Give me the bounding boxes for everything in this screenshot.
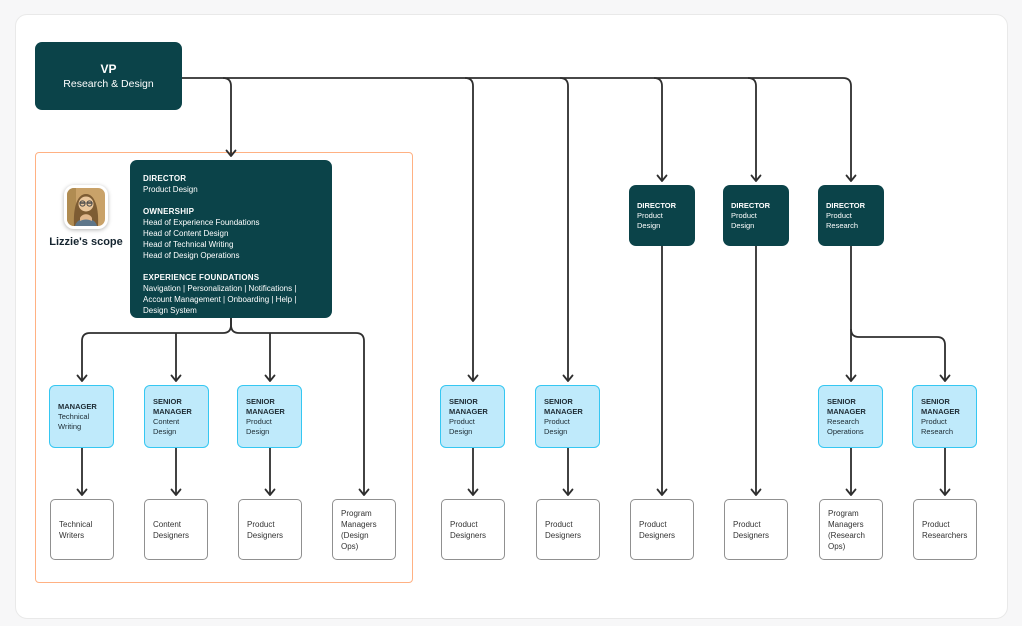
vp-node: VP Research & Design <box>35 42 182 110</box>
role-label: SENIOR MANAGER <box>827 396 866 416</box>
area-label: Product Design <box>449 416 475 436</box>
director-node: DIRECTOR Product Design <box>723 185 789 246</box>
team-label: Product Designers <box>545 519 582 540</box>
manager-node: SENIOR MANAGER Content Design <box>144 385 209 448</box>
manager-node: SENIOR MANAGER Product Design <box>440 385 505 448</box>
foundations-line: Navigation | Personalization | Notificat… <box>143 284 297 315</box>
director-node: DIRECTOR Product Research <box>818 185 884 246</box>
manager-node: SENIOR MANAGER Product Design <box>535 385 600 448</box>
ownership-line: Head of Experience Foundations <box>143 218 260 227</box>
manager-node: SENIOR MANAGER Product Research <box>912 385 977 448</box>
team-label: Product Designers <box>450 519 487 540</box>
role-label: SENIOR MANAGER <box>921 396 960 416</box>
role-label: SENIOR MANAGER <box>153 396 192 416</box>
ownership-line: Head of Technical Writing <box>143 240 234 249</box>
role-label: DIRECTOR <box>731 200 771 210</box>
lead-area-label: Product Design <box>143 185 198 194</box>
role-label: DIRECTOR <box>826 200 866 210</box>
team-label: Content Designers <box>153 519 190 540</box>
lead-director-node: DIRECTOR Product Design OWNERSHIP Head o… <box>130 160 332 318</box>
area-label: Technical Writing <box>58 411 90 431</box>
team-node: Content Designers <box>144 499 208 560</box>
ownership-line: Head of Content Design <box>143 229 229 238</box>
area-label: Product Research <box>826 210 859 230</box>
portrait-photo-icon <box>67 188 105 226</box>
area-label: Product Research <box>921 416 954 436</box>
team-label: Program Managers (Research Ops) <box>828 508 865 551</box>
area-label: Research Operations <box>827 416 864 436</box>
manager-node: MANAGER Technical Writing <box>49 385 114 448</box>
manager-node: SENIOR MANAGER Research Operations <box>818 385 883 448</box>
role-label: SENIOR MANAGER <box>449 396 488 416</box>
area-label: Product Design <box>246 416 272 436</box>
team-node: Product Designers <box>724 499 788 560</box>
team-node: Program Managers (Design Ops) <box>332 499 396 560</box>
role-label: SENIOR MANAGER <box>246 396 285 416</box>
team-label: Program Managers (Design Ops) <box>341 508 377 551</box>
team-node: Product Designers <box>238 499 302 560</box>
team-label: Product Designers <box>247 519 284 540</box>
foundations-heading: EXPERIENCE FOUNDATIONS <box>143 273 260 282</box>
team-node: Technical Writers <box>50 499 114 560</box>
area-label: Product Design <box>637 210 663 230</box>
area-label: Content Design <box>153 416 180 436</box>
ownership-line: Head of Design Operations <box>143 251 240 260</box>
scope-avatar <box>64 185 108 229</box>
team-node: Product Researchers <box>913 499 977 560</box>
manager-node: SENIOR MANAGER Product Design <box>237 385 302 448</box>
role-label: DIRECTOR <box>637 200 677 210</box>
role-label: SENIOR MANAGER <box>544 396 583 416</box>
team-label: Technical Writers <box>59 519 93 540</box>
team-node: Product Designers <box>441 499 505 560</box>
role-label: MANAGER <box>58 401 97 411</box>
team-label: Product Designers <box>733 519 770 540</box>
scope-label: Lizzie's scope <box>49 236 123 248</box>
lead-role-label: DIRECTOR <box>143 174 187 183</box>
area-label: Product Design <box>731 210 757 230</box>
team-label: Product Designers <box>639 519 676 540</box>
team-node: Program Managers (Research Ops) <box>819 499 883 560</box>
ownership-heading: OWNERSHIP <box>143 207 195 216</box>
team-node: Product Designers <box>630 499 694 560</box>
team-node: Product Designers <box>536 499 600 560</box>
director-node: DIRECTOR Product Design <box>629 185 695 246</box>
area-label: Product Design <box>544 416 570 436</box>
team-label: Product Researchers <box>922 519 968 540</box>
vp-title: VP <box>100 62 117 76</box>
vp-subtitle: Research & Design <box>63 78 154 90</box>
